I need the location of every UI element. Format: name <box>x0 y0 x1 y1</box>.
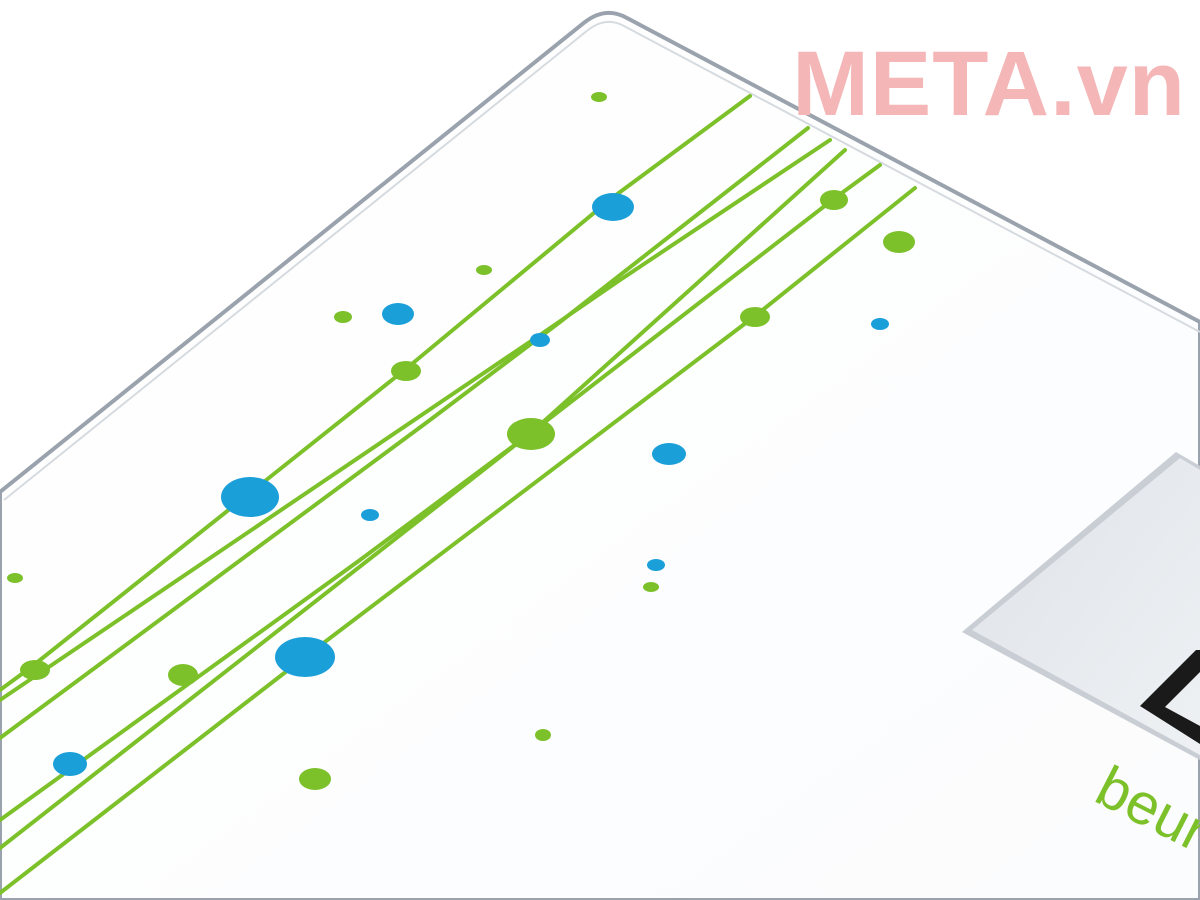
blue-dot <box>53 752 87 776</box>
green-dot <box>391 361 421 381</box>
green-dot <box>883 231 915 253</box>
green-line <box>0 186 917 895</box>
green-dot <box>476 265 492 275</box>
blue-dot <box>275 637 335 677</box>
green-dot <box>20 660 50 680</box>
blue-dot <box>871 318 889 330</box>
green-dot <box>299 768 331 790</box>
lcd-display-window <box>962 452 1200 760</box>
blue-dots <box>53 193 889 776</box>
blue-dot <box>592 193 634 221</box>
green-line <box>0 126 810 740</box>
scale-glass-platform <box>0 10 1200 900</box>
green-dot <box>535 729 551 741</box>
green-dot <box>740 307 770 327</box>
green-dot <box>7 573 23 583</box>
blue-dot <box>382 303 414 325</box>
green-dot <box>334 311 352 323</box>
watermark-text: META.vn <box>792 33 1186 135</box>
green-line <box>0 138 832 702</box>
green-dot <box>168 664 198 686</box>
blue-dot <box>361 509 379 521</box>
green-dots <box>7 92 915 790</box>
green-dot <box>591 92 607 102</box>
blue-dot <box>221 477 279 517</box>
green-dot <box>820 190 848 210</box>
blue-dot <box>530 333 550 347</box>
blue-dot <box>652 443 686 465</box>
green-dot <box>643 582 659 592</box>
green-dot <box>507 418 555 450</box>
blue-dot <box>647 559 665 571</box>
